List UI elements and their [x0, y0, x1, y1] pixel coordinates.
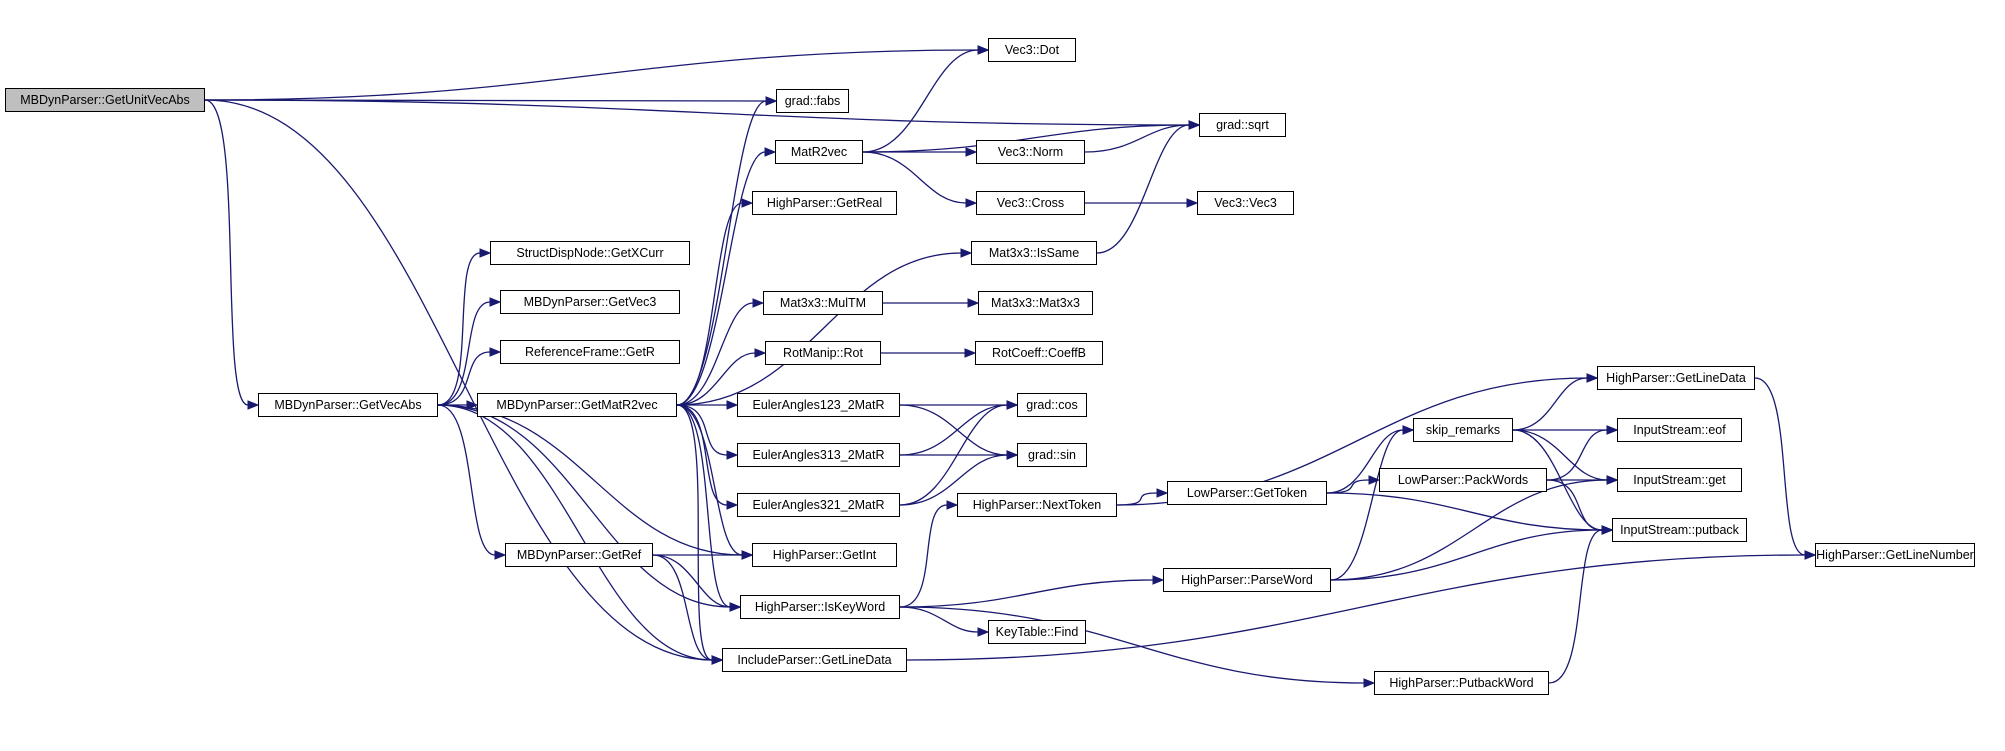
edge-mbdynparser-getmatr2vec-to-highparser-getreal	[676, 198, 754, 406]
node-grad-fabs[interactable]: grad::fabs	[776, 89, 849, 113]
edge-matr2vec-to-vec3-cross	[862, 151, 978, 208]
edge-mbdynparser-getmatr2vec-to-highparser-getint	[676, 404, 754, 560]
node-mbdynparser-getunitvecabs: MBDynParser::GetUnitVecAbs	[5, 88, 205, 112]
edge-vec3-cross-to-vec3-vec3	[1085, 198, 1199, 208]
edge-mbdynparser-getmatr2vec-to-mat3x3-issame	[676, 248, 973, 406]
node-vec3-cross[interactable]: Vec3::Cross	[976, 191, 1085, 215]
node-highparser-parseword[interactable]: HighParser::ParseWord	[1163, 568, 1331, 592]
node-mbdynparser-getmatr2vec[interactable]: MBDynParser::GetMatR2vec	[477, 393, 677, 417]
edge-lowparser-gettoken-to-inputstream-putback	[1326, 492, 1614, 535]
edge-highparser-iskeyword-to-highparser-putbackword	[899, 606, 1376, 688]
node-highparser-getreal[interactable]: HighParser::GetReal	[752, 191, 897, 215]
edge-lowparser-packwords-to-inputstream-eof	[1546, 425, 1619, 481]
edge-mat3x3-multm-to-mat3x3-mat3x3	[883, 298, 980, 308]
node-inputstream-eof[interactable]: InputStream::eof	[1617, 418, 1742, 442]
edge-highparser-parseword-to-skip-remarks	[1330, 425, 1415, 581]
node-highparser-iskeyword[interactable]: HighParser::IsKeyWord	[740, 595, 900, 619]
edge-mbdynparser-getvecabs-to-includeparser-getlinedata	[437, 404, 724, 665]
node-mbdynparser-getvecabs[interactable]: MBDynParser::GetVecAbs	[258, 393, 438, 417]
node-lowparser-gettoken[interactable]: LowParser::GetToken	[1167, 481, 1327, 505]
edge-mbdynparser-getmatr2vec-to-eulerangles123-2matr	[677, 400, 739, 410]
edge-lowparser-packwords-to-inputstream-get	[1547, 475, 1619, 485]
node-includeparser-getlinedata[interactable]: IncludeParser::GetLineData	[722, 648, 907, 672]
edge-mbdynparser-getmatr2vec-to-matr2vec	[676, 147, 777, 406]
node-rotcoeff-coeffb[interactable]: RotCoeff::CoeffB	[975, 341, 1103, 365]
node-grad-sqrt[interactable]: grad::sqrt	[1199, 113, 1286, 137]
edge-skip-remarks-to-highparser-getlinedata	[1512, 373, 1599, 431]
edge-mbdynparser-getmatr2vec-to-mat3x3-multm	[676, 298, 765, 406]
edge-mbdynparser-getvecabs-to-referenceframe-getr	[437, 347, 502, 406]
edge-highparser-nexttoken-to-lowparser-gettoken	[1116, 488, 1169, 506]
edge-eulerangles313-2matr-to-grad-cos	[899, 400, 1019, 456]
node-eulerangles313-2matr[interactable]: EulerAngles313_2MatR	[737, 443, 900, 467]
node-grad-cos[interactable]: grad::cos	[1017, 393, 1087, 417]
node-mbdynparser-getvec3[interactable]: MBDynParser::GetVec3	[500, 290, 680, 314]
edge-rotmanip-rot-to-rotcoeff-coeffb	[881, 348, 977, 358]
node-rotmanip-rot[interactable]: RotManip::Rot	[765, 341, 881, 365]
edge-lowparser-packwords-to-inputstream-putback	[1546, 479, 1614, 535]
edge-highparser-iskeyword-to-keytable-find	[899, 606, 990, 637]
edge-mat3x3-issame-to-grad-sqrt	[1096, 120, 1201, 254]
edge-eulerangles321-2matr-to-grad-sin	[899, 450, 1019, 506]
edge-highparser-parseword-to-inputstream-putback	[1330, 525, 1614, 581]
node-grad-sin[interactable]: grad::sin	[1017, 443, 1087, 467]
node-structdispnode-getxcurr[interactable]: StructDispNode::GetXCurr	[490, 241, 690, 265]
edge-highparser-getlinedata-to-highparser-getlinenumber	[1754, 377, 1817, 560]
edge-mbdynparser-getunitvecabs-to-includeparser-getlinedata	[204, 99, 724, 665]
edge-mbdynparser-getmatr2vec-to-eulerangles313-2matr	[676, 404, 739, 460]
node-eulerangles321-2matr[interactable]: EulerAngles321_2MatR	[737, 493, 900, 517]
node-highparser-nexttoken[interactable]: HighParser::NextToken	[957, 493, 1117, 517]
edge-mbdynparser-getvecabs-to-mbdynparser-getref	[437, 404, 507, 560]
node-referenceframe-getr[interactable]: ReferenceFrame::GetR	[500, 340, 680, 364]
node-highparser-putbackword[interactable]: HighParser::PutbackWord	[1374, 671, 1549, 695]
node-vec3-dot[interactable]: Vec3::Dot	[988, 38, 1076, 62]
edge-mbdynparser-getref-to-includeparser-getlinedata	[652, 554, 724, 665]
edge-lowparser-gettoken-to-lowparser-packwords	[1326, 475, 1381, 494]
node-eulerangles123-2matr[interactable]: EulerAngles123_2MatR	[737, 393, 900, 417]
node-inputstream-putback[interactable]: InputStream::putback	[1612, 518, 1747, 542]
edge-mbdynparser-getvecabs-to-mbdynparser-getvec3	[437, 297, 502, 406]
edge-highparser-putbackword-to-inputstream-putback	[1548, 525, 1614, 684]
edge-includeparser-getlinedata-to-highparser-getlinenumber	[906, 550, 1817, 661]
edge-mbdynparser-getref-to-highparser-iskeyword	[652, 554, 742, 612]
edge-mbdynparser-getunitvecabs-to-vec3-dot	[204, 45, 990, 101]
node-vec3-vec3[interactable]: Vec3::Vec3	[1197, 191, 1294, 215]
node-highparser-getlinenumber[interactable]: HighParser::GetLineNumber	[1815, 543, 1975, 567]
edge-highparser-iskeyword-to-highparser-nexttoken	[899, 500, 959, 608]
node-matr2vec[interactable]: MatR2vec	[775, 140, 863, 164]
node-highparser-getint[interactable]: HighParser::GetInt	[752, 543, 897, 567]
node-vec3-norm[interactable]: Vec3::Norm	[976, 140, 1085, 164]
node-mat3x3-issame[interactable]: Mat3x3::IsSame	[971, 241, 1097, 265]
edge-mbdynparser-getref-to-highparser-getint	[653, 550, 754, 560]
node-mat3x3-multm[interactable]: Mat3x3::MulTM	[763, 291, 883, 315]
edge-eulerangles123-2matr-to-grad-sin	[899, 404, 1019, 460]
node-keytable-find[interactable]: KeyTable::Find	[988, 620, 1086, 644]
edge-mbdynparser-getmatr2vec-to-grad-fabs	[676, 96, 778, 406]
node-inputstream-get[interactable]: InputStream::get	[1617, 468, 1742, 492]
edge-matr2vec-to-vec3-dot	[862, 45, 990, 153]
edge-mbdynparser-getmatr2vec-to-rotmanip-rot	[676, 348, 767, 406]
node-skip-remarks[interactable]: skip_remarks	[1413, 418, 1513, 442]
edge-mbdynparser-getunitvecabs-to-grad-sqrt	[204, 99, 1201, 130]
edge-mbdynparser-getmatr2vec-to-eulerangles321-2matr	[676, 404, 739, 510]
edge-mbdynparser-getvecabs-to-structdispnode-getxcurr	[437, 248, 492, 406]
edge-mbdynparser-getunitvecabs-to-mbdynparser-getvecabs	[204, 99, 260, 410]
edge-highparser-iskeyword-to-highparser-parseword	[899, 575, 1165, 608]
edge-eulerangles321-2matr-to-grad-cos	[899, 400, 1019, 506]
edge-matr2vec-to-vec3-norm	[862, 147, 978, 157]
node-mbdynparser-getref[interactable]: MBDynParser::GetRef	[505, 543, 653, 567]
node-mat3x3-mat3x3[interactable]: Mat3x3::Mat3x3	[978, 291, 1093, 315]
node-lowparser-packwords[interactable]: LowParser::PackWords	[1379, 468, 1547, 492]
node-highparser-getlinedata[interactable]: HighParser::GetLineData	[1597, 366, 1755, 390]
